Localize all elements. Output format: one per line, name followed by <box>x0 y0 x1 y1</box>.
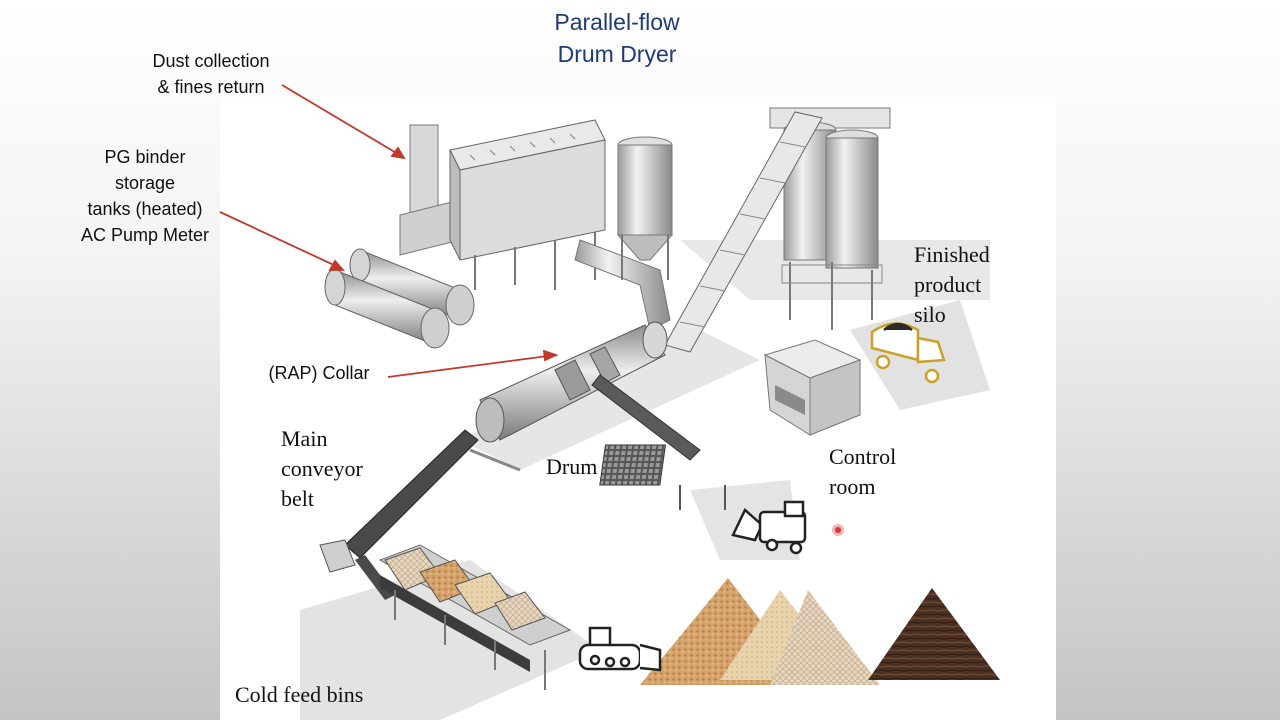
coldfeed-text: Cold feed bins <box>235 682 364 707</box>
control-room <box>763 339 862 436</box>
finished-line-3: silo <box>914 302 946 327</box>
title-line-1: Parallel-flow <box>554 9 680 35</box>
dust-collection-callout: Dust collection & fines return <box>132 48 290 100</box>
control-room-label: Control room <box>829 442 896 502</box>
cold-feed-bins-label: Cold feed bins <box>235 680 363 710</box>
front-loader <box>731 500 807 555</box>
rap-collar-callout: (RAP) Collar <box>252 360 386 386</box>
collar-text: (RAP) Collar <box>268 363 370 383</box>
title-line-2: Drum Dryer <box>557 41 677 67</box>
dust-line-1: Dust collection <box>152 51 270 71</box>
conveyor-line-3: belt <box>281 486 314 511</box>
drum-dryer <box>469 321 668 472</box>
conveyor-line-2: conveyor <box>281 456 363 481</box>
finished-product-silo-label: Finished product silo <box>914 240 990 330</box>
callout-arrows <box>219 84 559 378</box>
haul-truck <box>870 322 946 384</box>
binder-storage-tanks <box>324 248 475 349</box>
slat-conveyor <box>664 111 823 353</box>
dust-line-2: & fines return <box>157 77 265 97</box>
aggregate-stockpiles <box>640 578 1000 685</box>
binder-line-4: AC Pump Meter <box>80 225 210 245</box>
rap-conveyor <box>591 374 726 510</box>
binder-arrow-head <box>328 259 346 271</box>
dust-arrow-line <box>281 84 399 155</box>
cold-feed-bins <box>378 544 572 690</box>
conveyor-line-1: Main <box>281 426 328 451</box>
collar-arrow-head <box>542 349 559 362</box>
binder-line-3: tanks (heated) <box>87 199 203 219</box>
control-line-1: Control <box>829 444 897 469</box>
control-line-2: room <box>829 474 876 499</box>
drum-text: Drum <box>546 454 598 479</box>
mineral-filler-silo <box>616 136 674 280</box>
binder-arrow-line <box>219 211 337 267</box>
page-title: Parallel-flow Drum Dryer <box>480 6 754 70</box>
pointer-dot <box>832 524 844 536</box>
baghouse-dust-collector <box>399 119 671 331</box>
dust-arrow-head <box>390 146 406 160</box>
finished-line-1: Finished <box>914 242 990 267</box>
binder-tanks-callout: PG binder storage tanks (heated) AC Pump… <box>62 144 228 248</box>
main-conveyor-belt-label: Main conveyor belt <box>281 424 363 514</box>
drum-label: Drum <box>546 452 597 482</box>
finished-line-2: product <box>914 272 982 297</box>
collar-arrow-line <box>387 355 549 378</box>
dozer <box>578 626 662 672</box>
binder-line-1: PG binder <box>104 147 186 167</box>
binder-line-2: storage <box>114 173 176 193</box>
